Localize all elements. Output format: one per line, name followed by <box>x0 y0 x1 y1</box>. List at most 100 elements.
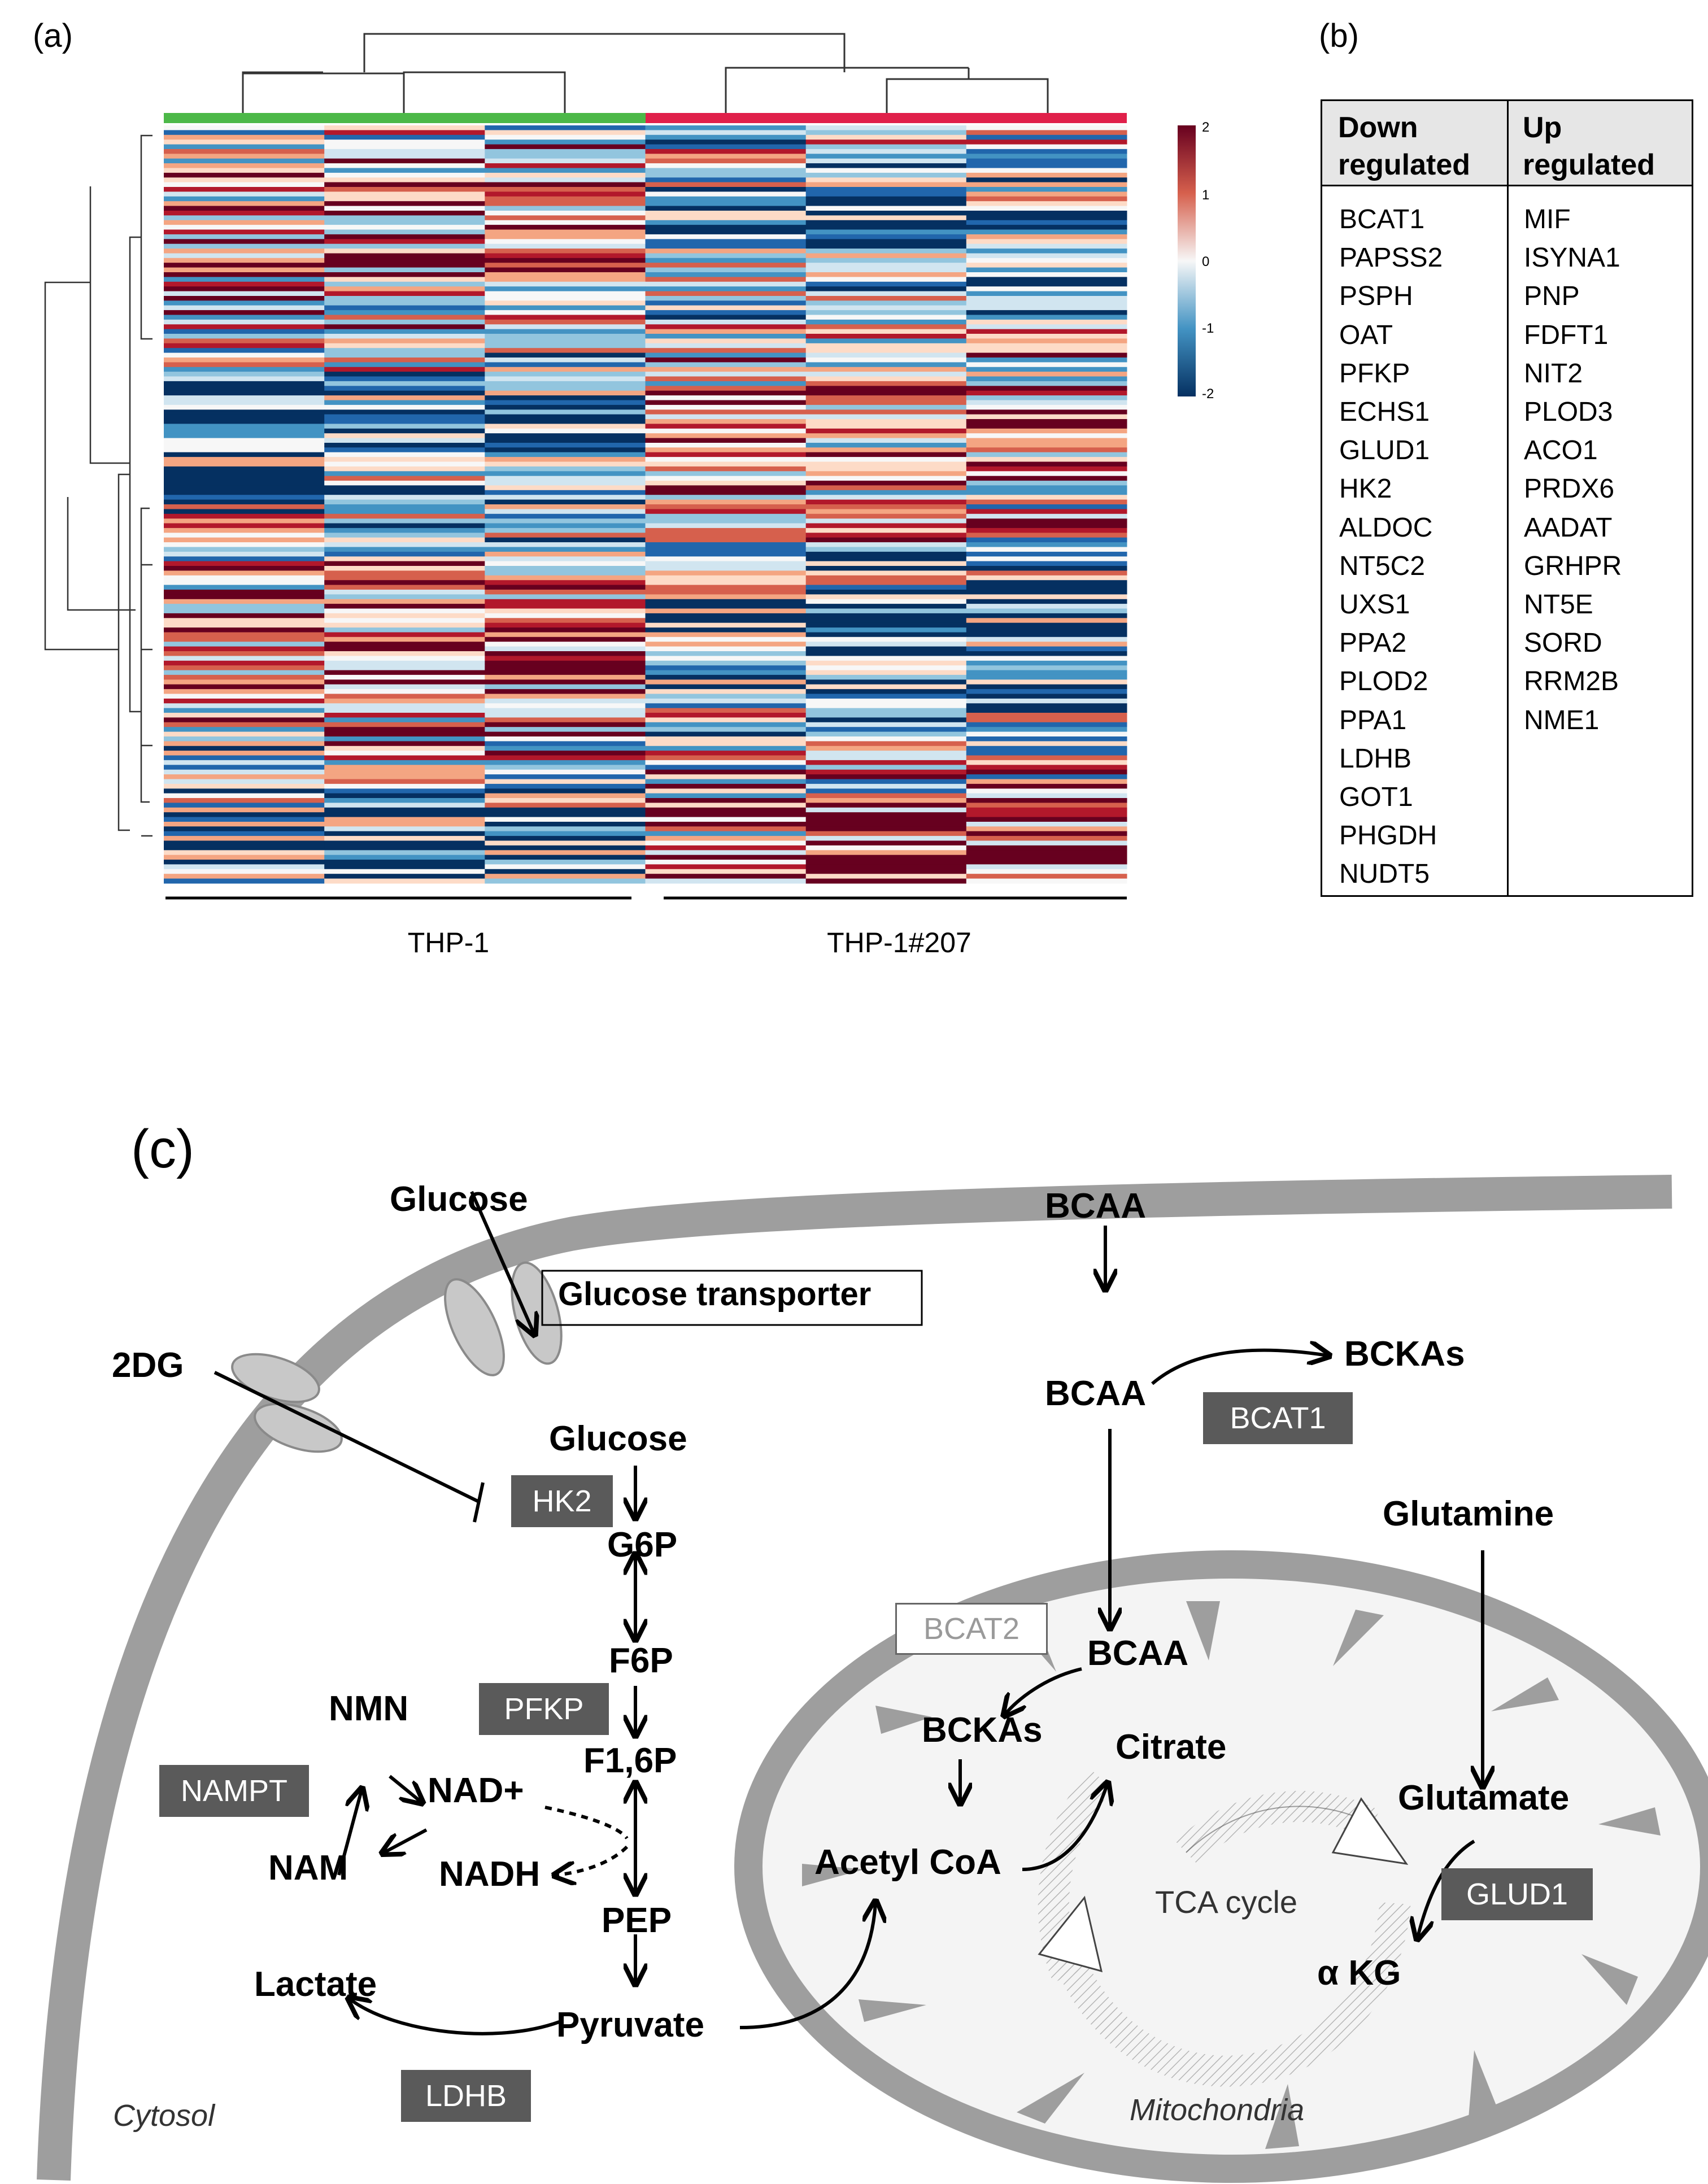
heatmap-cell <box>164 338 325 344</box>
heatmap-cell <box>324 400 485 406</box>
heatmap-cell <box>164 296 325 301</box>
heatmap-cell <box>164 731 325 737</box>
heatmap-cell <box>485 779 646 784</box>
down_regulated-gene: PAPSS2 <box>1339 243 1443 273</box>
heatmap-cell <box>164 537 325 543</box>
heatmap-cell <box>485 319 646 325</box>
heatmap-cell <box>485 144 646 150</box>
heatmap-cell <box>805 769 967 775</box>
heatmap-cell <box>966 642 1127 647</box>
heatmap-cell <box>966 537 1127 543</box>
heatmap-cell <box>164 556 325 562</box>
heatmap-cell <box>485 793 646 799</box>
heatmap-cell <box>164 783 325 789</box>
heatmap-cell <box>966 575 1127 581</box>
heatmap-cell <box>485 367 646 372</box>
panel-a-label: (a) <box>33 18 73 54</box>
heatmap-cell <box>966 258 1127 263</box>
heatmap-cell <box>805 656 967 661</box>
heatmap-cell <box>645 130 807 136</box>
metabolite-glucose-inside: Glucose <box>549 1419 687 1458</box>
heatmap-figure <box>44 33 1196 900</box>
table-column-divider <box>1507 101 1509 895</box>
heatmap-cell <box>805 561 967 566</box>
heatmap-cell <box>966 172 1127 178</box>
heatmap-cell <box>645 741 807 747</box>
heatmap-cell <box>805 722 967 727</box>
heatmap-cell <box>324 760 485 765</box>
heatmap-cell <box>645 878 807 884</box>
up_regulated-gene: ACO1 <box>1524 435 1598 466</box>
heatmap-cell <box>805 481 967 486</box>
heatmap-cell <box>485 343 646 348</box>
heatmap-cell <box>645 746 807 751</box>
heatmap-cell <box>324 291 485 297</box>
heatmap-cell <box>324 788 485 794</box>
heatmap-cell <box>324 343 485 348</box>
up_regulated-gene: NME1 <box>1524 705 1600 735</box>
heatmap-cell <box>164 817 325 822</box>
heatmap-cell <box>645 305 807 311</box>
heatmap-cell <box>324 575 485 581</box>
heatmap-cell <box>164 461 325 467</box>
heatmap-cell <box>324 258 485 263</box>
heatmap-cell <box>966 243 1127 249</box>
heatmap-cell <box>805 334 967 339</box>
heatmap-cell <box>164 684 325 690</box>
heatmap-cell <box>164 509 325 515</box>
heatmap-cell <box>324 414 485 420</box>
down_regulated-gene: OAT <box>1339 320 1393 350</box>
heatmap-cell <box>805 599 967 604</box>
heatmap-cell <box>966 149 1127 154</box>
heatmap-cell <box>966 419 1127 424</box>
heatmap-cell <box>324 751 485 756</box>
heatmap-cell <box>645 528 807 533</box>
heatmap-cell <box>485 717 646 723</box>
heatmap-cell <box>324 803 485 808</box>
heatmap-cell <box>324 433 485 439</box>
heatmap-cell <box>966 390 1127 396</box>
heatmap-cell <box>805 125 967 130</box>
heatmap-cell <box>164 566 325 571</box>
heatmap-cell <box>485 590 646 595</box>
heatmap-cell <box>966 585 1127 590</box>
heatmap-cell <box>645 201 807 207</box>
heatmap-cell <box>966 590 1127 595</box>
heatmap-cell <box>485 504 646 509</box>
heatmap-cell <box>164 130 325 136</box>
heatmap-cell <box>485 585 646 590</box>
heatmap-cell <box>805 291 967 297</box>
heatmap-cell <box>805 518 967 524</box>
heatmap-cell <box>485 334 646 339</box>
group-bar-thp1 <box>164 113 646 123</box>
heatmap-cell <box>164 689 325 694</box>
heatmap-cell <box>485 874 646 879</box>
up_regulated-gene: RRM2B <box>1524 666 1619 697</box>
heatmap-cell <box>805 580 967 586</box>
heatmap-cell <box>324 769 485 775</box>
heatmap-cell <box>966 528 1127 533</box>
heatmap-cell <box>645 428 807 434</box>
heatmap-cell <box>324 395 485 400</box>
heatmap-cell <box>485 352 646 358</box>
heatmap-cell <box>485 509 646 515</box>
heatmap-cell <box>805 798 967 803</box>
heatmap-cell <box>966 670 1127 675</box>
heatmap-cell <box>805 196 967 202</box>
heatmap-cell <box>164 679 325 685</box>
heatmap-cell <box>164 575 325 581</box>
heatmap-cell <box>645 627 807 633</box>
heatmap-cell <box>805 144 967 150</box>
heatmap-cell <box>645 831 807 836</box>
heatmap-cell <box>485 556 646 562</box>
heatmap-cell <box>966 646 1127 652</box>
heatmap-cell <box>966 263 1127 268</box>
heatmap-cell <box>164 646 325 652</box>
heatmap-cell <box>324 518 485 524</box>
heatmap-cell <box>485 836 646 841</box>
heatmap-cell <box>164 466 325 472</box>
heatmap-cell <box>805 793 967 799</box>
heatmap-cell <box>805 504 967 509</box>
heatmap-cell <box>324 315 485 320</box>
